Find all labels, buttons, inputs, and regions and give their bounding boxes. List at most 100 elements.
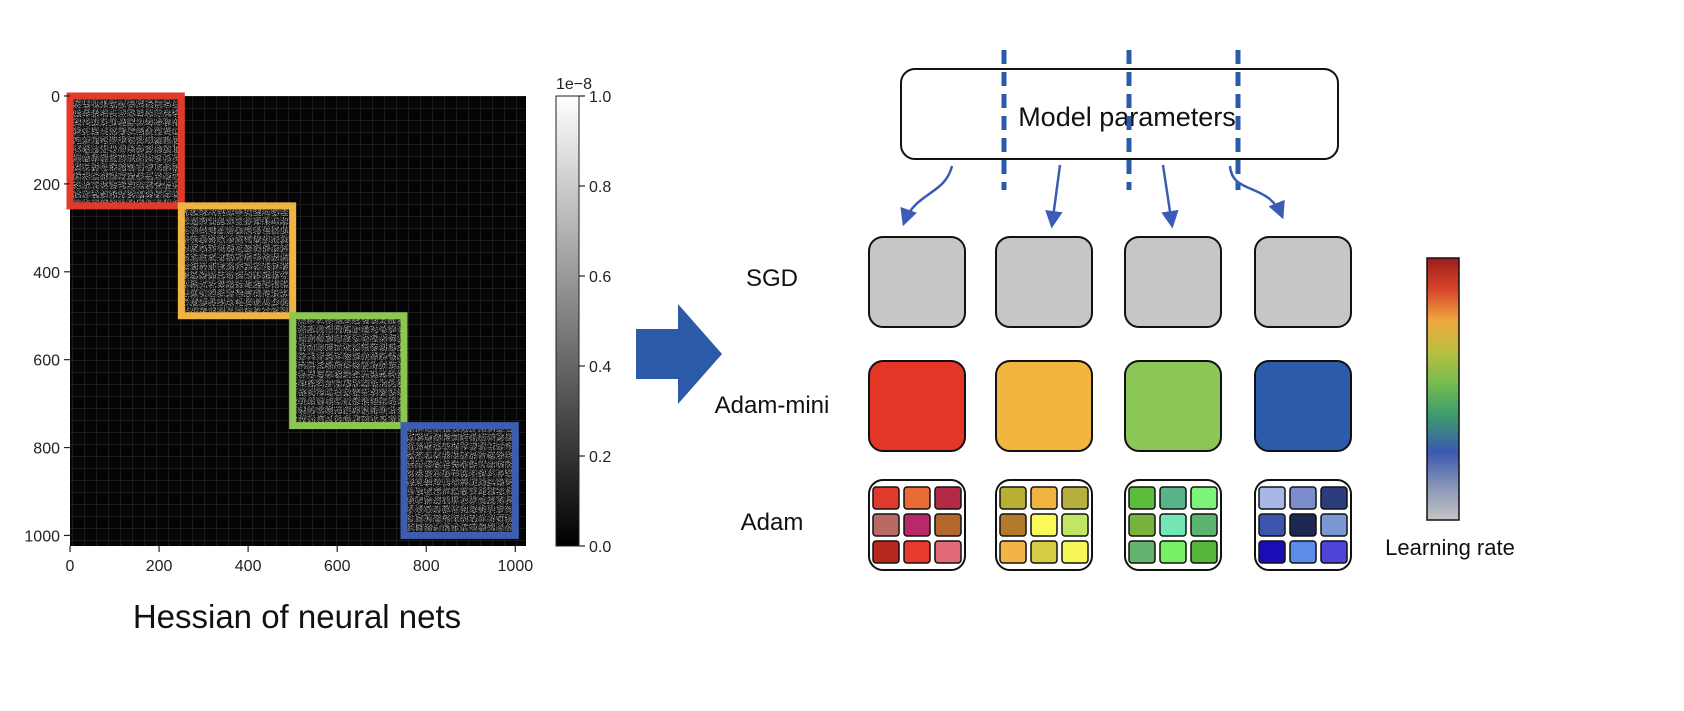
adam-cell xyxy=(1320,540,1348,564)
adam-cell xyxy=(1190,540,1218,564)
adam-cell xyxy=(1159,540,1187,564)
adam-cell xyxy=(999,540,1027,564)
adam-cell xyxy=(1258,486,1286,510)
x-tick-label: 600 xyxy=(324,558,351,575)
adam-cell xyxy=(872,540,900,564)
heatmap-block-grid-4 xyxy=(403,425,516,536)
colorbar-tick-label: 0.0 xyxy=(589,539,611,556)
x-tick-label: 1000 xyxy=(498,558,534,575)
x-tick-label: 800 xyxy=(413,558,440,575)
colorbar-tick-label: 0.8 xyxy=(589,179,611,196)
learning-rate-label: Learning rate xyxy=(1385,535,1515,560)
adam-cell xyxy=(934,513,962,537)
arrow-to-block-1 xyxy=(900,165,954,227)
row-label-adam-mini: Adam-mini xyxy=(715,392,830,419)
colorbar-tick-label: 0.2 xyxy=(589,449,611,466)
adam-cell xyxy=(1258,513,1286,537)
colorbar-tick-label: 0.4 xyxy=(589,359,611,376)
adam-block-4 xyxy=(1254,479,1352,571)
adam-cell xyxy=(1061,540,1089,564)
adam-mini-row xyxy=(868,360,1352,452)
adam-cell xyxy=(1128,513,1156,537)
arrow-to-block-3 xyxy=(1161,164,1179,229)
y-tick-label: 800 xyxy=(33,441,60,458)
adam-cell xyxy=(1289,513,1317,537)
sgd-block-3 xyxy=(1124,236,1222,328)
adam-block-3 xyxy=(1124,479,1222,571)
heatmap-colorbar: 1e−8 1.0 0.8 0.6 0.4 0.2 0.0 xyxy=(555,76,611,556)
adam-block-2 xyxy=(995,479,1093,571)
row-label-adam: Adam xyxy=(741,509,804,536)
adam-cell xyxy=(1190,486,1218,510)
y-tick-label: 400 xyxy=(33,265,60,282)
heatmap-block-frame-4 xyxy=(400,422,519,539)
hessian-heatmap xyxy=(66,92,526,546)
adam-cell xyxy=(1030,486,1058,510)
sgd-row xyxy=(868,236,1352,328)
adam-cell xyxy=(1289,540,1317,564)
sgd-block-1 xyxy=(868,236,966,328)
learning-rate-legend: Learning rate xyxy=(1385,257,1515,560)
adam-mini-block-3 xyxy=(1124,360,1222,452)
adam-cell xyxy=(1159,486,1187,510)
arrow-to-block-2 xyxy=(1045,164,1063,229)
adam-cell xyxy=(1061,513,1089,537)
adam-cell xyxy=(1159,513,1187,537)
parameter-arrows xyxy=(900,164,1285,229)
adam-cell xyxy=(1320,513,1348,537)
model-parameters-box: Model parameters xyxy=(900,50,1339,190)
y-tick-label: 1000 xyxy=(24,528,60,545)
heatmap-block-frame-1 xyxy=(66,92,185,210)
adam-mini-block-4 xyxy=(1254,360,1352,452)
x-tick-label: 400 xyxy=(235,558,262,575)
adam-cell xyxy=(903,513,931,537)
adam-mini-block-1 xyxy=(868,360,966,452)
adam-cell xyxy=(1190,513,1218,537)
adam-cell xyxy=(934,486,962,510)
adam-cell xyxy=(934,540,962,564)
heatmap-block-frame-3 xyxy=(289,312,408,430)
adam-row xyxy=(868,479,1352,571)
adam-cell xyxy=(903,486,931,510)
adam-cell xyxy=(903,540,931,564)
learning-rate-colorbar xyxy=(1426,257,1460,521)
adam-cell xyxy=(1030,513,1058,537)
row-label-sgd: SGD xyxy=(746,265,798,292)
heatmap-block-frame-2 xyxy=(177,202,297,320)
adam-block-1 xyxy=(868,479,966,571)
adam-cell xyxy=(1320,486,1348,510)
y-tick-label: 200 xyxy=(33,177,60,194)
heatmap-y-axis: 0 200 400 600 800 1000 xyxy=(24,89,70,545)
transition-arrow xyxy=(636,304,722,404)
x-tick-label: 200 xyxy=(146,558,173,575)
adam-cell xyxy=(1258,540,1286,564)
heatmap-block-grid-2 xyxy=(181,205,293,316)
adam-cell xyxy=(1128,486,1156,510)
colorbar-gradient xyxy=(555,95,580,547)
heatmap-x-axis: 0 200 400 600 800 1000 xyxy=(66,546,534,575)
sgd-block-4 xyxy=(1254,236,1352,328)
colorbar-exponent: 1e−8 xyxy=(556,76,592,93)
colorbar-tick-label: 1.0 xyxy=(589,89,611,106)
adam-cell xyxy=(1128,540,1156,564)
adam-cell xyxy=(999,513,1027,537)
arrow-to-block-4 xyxy=(1228,165,1285,220)
adam-cell xyxy=(872,513,900,537)
colorbar-tick-label: 0.6 xyxy=(589,269,611,286)
model-parameters-frame xyxy=(900,68,1339,160)
adam-cell xyxy=(999,486,1027,510)
sgd-block-2 xyxy=(995,236,1093,328)
heatmap-caption: Hessian of neural nets xyxy=(133,598,461,635)
adam-cell xyxy=(1289,486,1317,510)
adam-mini-block-2 xyxy=(995,360,1093,452)
x-tick-label: 0 xyxy=(66,558,75,575)
adam-cell xyxy=(1030,540,1058,564)
adam-cell xyxy=(1061,486,1089,510)
heatmap-block-grid-1 xyxy=(70,96,182,206)
y-tick-label: 600 xyxy=(33,353,60,370)
y-tick-label: 0 xyxy=(51,89,60,106)
heatmap-block-grid-3 xyxy=(292,315,404,426)
adam-cell xyxy=(872,486,900,510)
